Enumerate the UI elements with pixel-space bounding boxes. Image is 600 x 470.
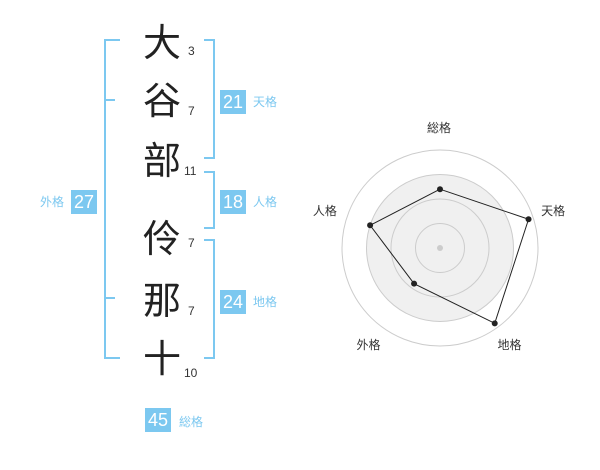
- jinkaku-bracket: [204, 171, 215, 229]
- radar-ring-3: [366, 174, 514, 322]
- chikaku-bracket: [204, 239, 215, 359]
- stroke-count-6: 10: [184, 366, 198, 380]
- radar-point-1: [525, 216, 532, 223]
- tenkaku-bracket: [204, 39, 215, 159]
- radar-grid: [341, 149, 539, 347]
- soukaku-label: 総格: [179, 415, 204, 429]
- gaikaku-label: 外格: [40, 195, 65, 209]
- radar-ring-4: [341, 149, 539, 347]
- radar-point-0: [437, 186, 443, 193]
- name-char-3: 部: [142, 139, 181, 183]
- radar-point-2: [491, 320, 498, 327]
- radar-axis-label-2: 地格: [497, 338, 522, 353]
- stroke-count-4: 7: [188, 236, 195, 250]
- name-char-2: 谷: [142, 79, 181, 123]
- stroke-count-1: 3: [188, 44, 195, 58]
- name-char-5: 那: [142, 279, 181, 323]
- radar-axis-label-4: 人格: [312, 203, 337, 218]
- chikaku-value-badge: 24: [220, 290, 247, 314]
- jinkaku-label: 人格: [253, 195, 278, 209]
- radar-shape: [369, 188, 530, 325]
- tenkaku-label: 天格: [253, 95, 278, 109]
- name-char-4: 伶: [142, 217, 181, 261]
- chikaku-label: 地格: [253, 295, 278, 309]
- radar-point-4: [367, 222, 374, 229]
- stroke-count-5: 7: [188, 304, 195, 318]
- radar-axis-label-1: 天格: [541, 203, 566, 218]
- radar-ring-2: [390, 198, 490, 298]
- name-char-1: 大: [142, 21, 181, 65]
- gaikaku-value-badge: 27: [71, 190, 98, 214]
- radar-ring-1: [415, 223, 465, 273]
- radar-point-3: [411, 280, 418, 287]
- radar-axis-label-3: 外格: [356, 338, 381, 353]
- gaikaku-bracket: [104, 39, 120, 359]
- radar-points: [367, 186, 532, 327]
- radar-polygon: [369, 188, 530, 325]
- jinkaku-value-badge: 18: [220, 190, 247, 214]
- soukaku-value-badge: 45: [145, 408, 172, 432]
- stroke-count-2: 7: [188, 104, 195, 118]
- tenkaku-value-badge: 21: [220, 90, 247, 114]
- radar-center: [437, 245, 443, 251]
- stroke-count-3: 11: [184, 164, 197, 178]
- name-char-6: 十: [142, 337, 181, 381]
- radar-axis-label-0: 総格: [427, 121, 452, 135]
